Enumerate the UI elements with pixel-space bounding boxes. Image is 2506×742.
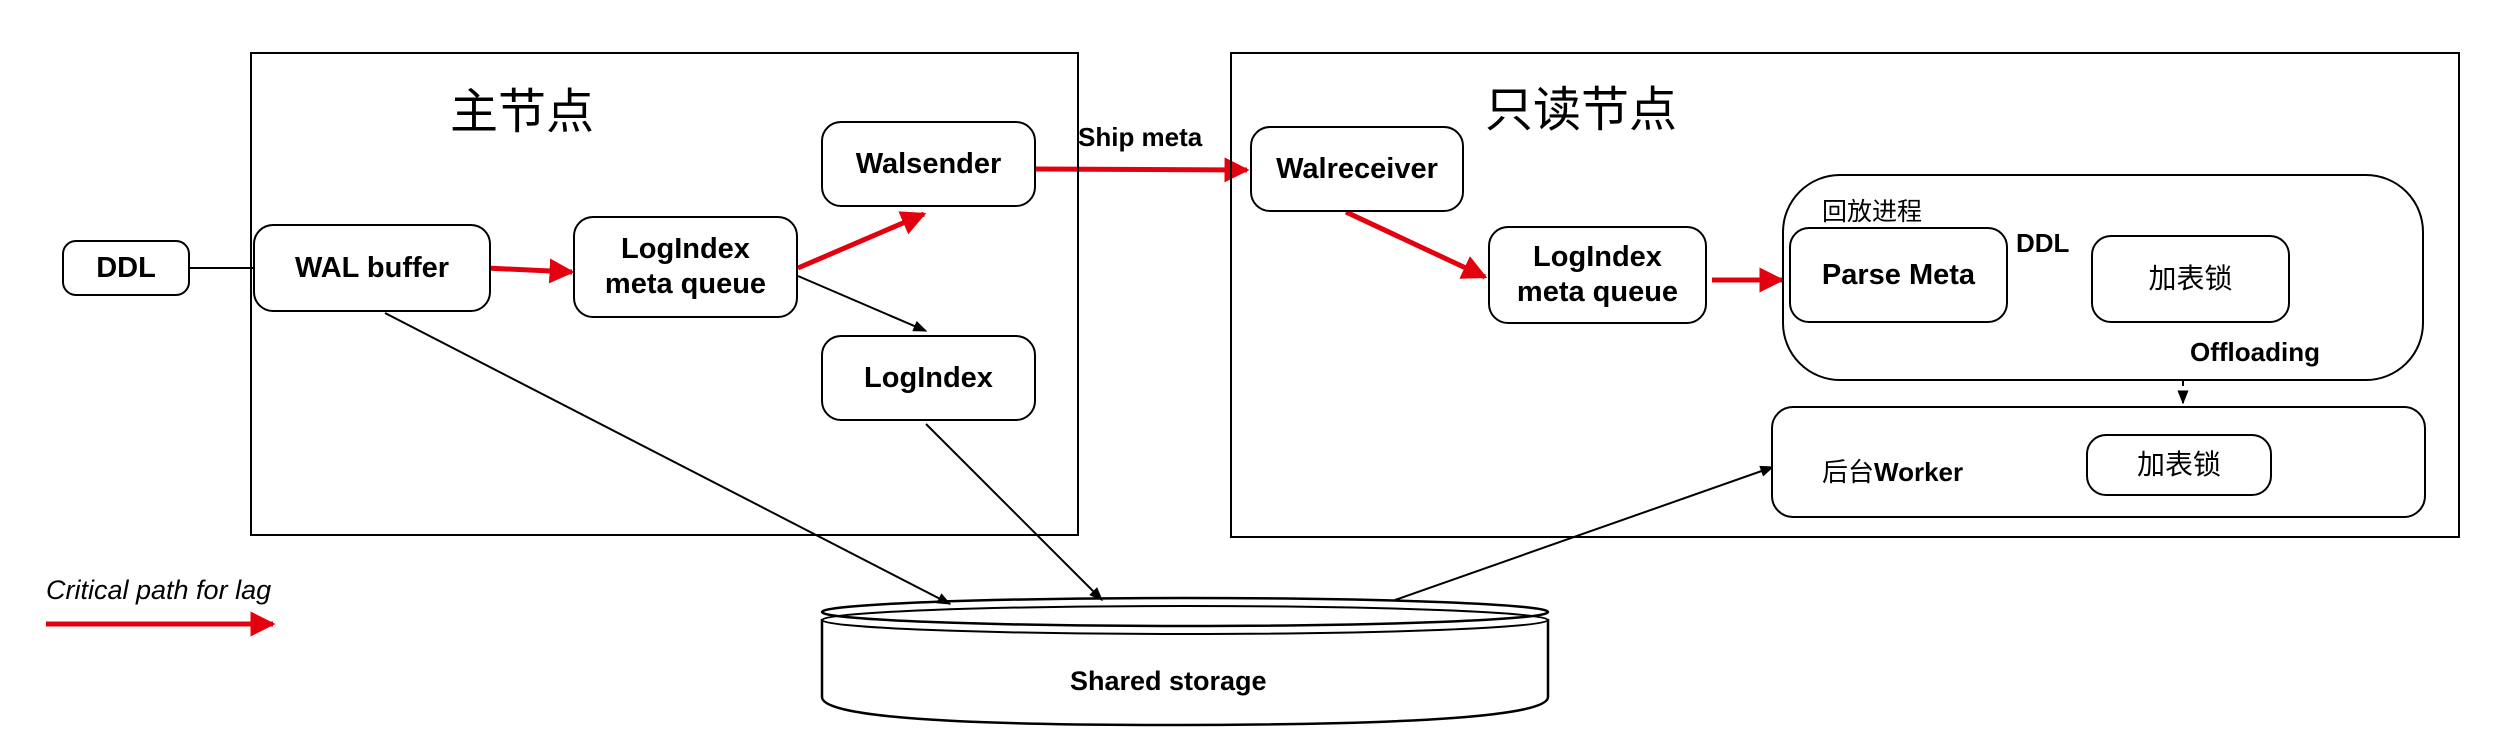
queue-to-logindex-arrow [797, 275, 928, 332]
background-worker-title: 后台Worker [1822, 452, 1963, 489]
primary-node-title: 主节点 [450, 84, 595, 140]
logindex-queue-primary-line2: meta queue [604, 268, 767, 300]
replica-node-region [1230, 52, 2460, 538]
replay-process-title: 回放进程 [1822, 197, 1923, 226]
ddl-source-box: DDL [62, 240, 190, 296]
logindex-to-storage-arrow [925, 423, 1103, 601]
logindex-box: LogIndex [821, 335, 1036, 421]
lock-table-replay-box: 加表锁 [2091, 235, 2290, 323]
primary-node-region [250, 52, 1079, 536]
walreceiver-box: Walreceiver [1250, 126, 1464, 212]
critical-walreceiver-to-queue [1344, 209, 1488, 280]
logindex-meta-queue-primary-box: LogIndex meta queue [573, 216, 798, 318]
replica-node-title: 只读节点 [1485, 82, 1678, 138]
background-worker-title-en: Worker [1874, 457, 1964, 487]
logindex-queue-primary-line1: LogIndex [621, 233, 750, 266]
parse-meta-box: Parse Meta [1789, 227, 2008, 323]
wal-to-storage-arrow [384, 312, 952, 605]
legend-label: Critical path for lag [46, 575, 272, 605]
critical-wal-to-queue [485, 258, 575, 284]
shared-storage-cylinder [820, 596, 1550, 727]
logindex-queue-replica-line1: LogIndex [1533, 241, 1662, 274]
shared-storage-label: Shared storage [1070, 666, 1267, 696]
logindex-meta-queue-replica-box: LogIndex meta queue [1488, 226, 1707, 324]
critical-ship-meta [1035, 157, 1250, 183]
logindex-queue-replica-line2: meta queue [1516, 276, 1679, 308]
walsender-box: Walsender [821, 121, 1036, 207]
storage-to-worker-arrow [1394, 465, 1775, 601]
offloading-label: Offloading [2190, 337, 2320, 367]
lock-table-worker-box: 加表锁 [2086, 434, 2272, 496]
background-worker-title-cn: 后台 [1822, 458, 1875, 488]
ship-meta-label: Ship meta [1078, 122, 1203, 152]
ddl-edge-label: DDL [2016, 228, 2070, 258]
critical-queue-to-walsender [797, 211, 927, 271]
wal-buffer-box: WAL buffer [253, 224, 491, 312]
